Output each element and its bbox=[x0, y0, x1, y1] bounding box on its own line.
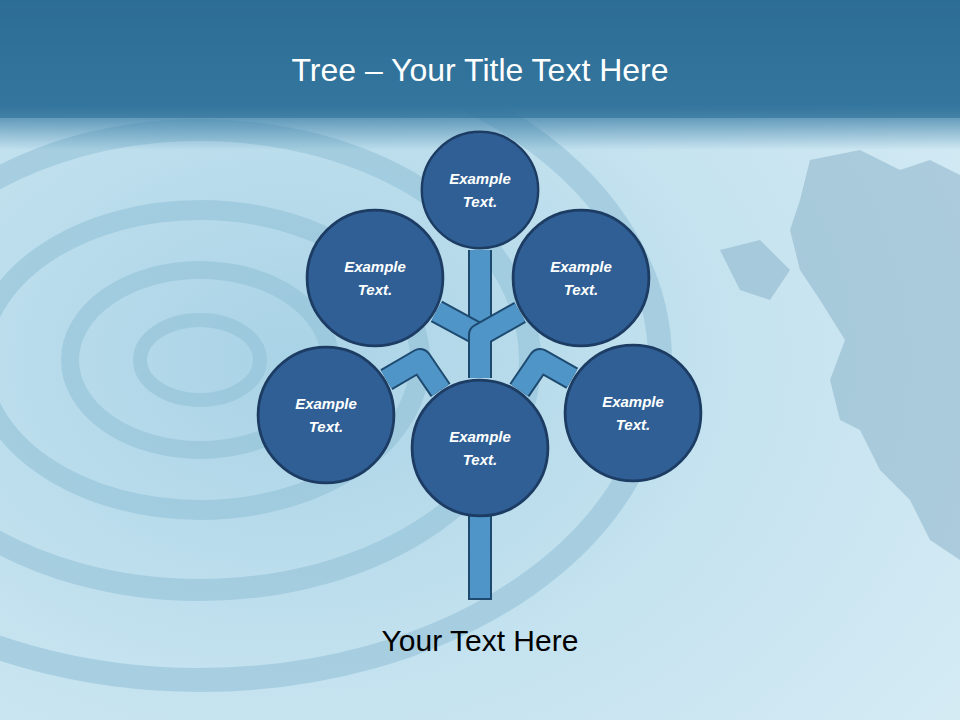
branch-connector bbox=[386, 360, 440, 390]
circle-outline bbox=[256, 345, 396, 485]
circle-node: Example Text. bbox=[305, 208, 445, 348]
circle-node: Example Text. bbox=[256, 345, 396, 485]
node-text: Example Text. bbox=[286, 392, 366, 438]
branch-connector bbox=[480, 312, 520, 378]
circle-outline bbox=[511, 208, 651, 348]
title: Tree – Your Title Text Here bbox=[0, 52, 960, 89]
circle-outline bbox=[420, 130, 540, 250]
circle-outline bbox=[410, 378, 550, 518]
node-text: Example Text. bbox=[335, 255, 415, 301]
circle-outline bbox=[305, 208, 445, 348]
node-text: Example Text. bbox=[440, 425, 520, 471]
circle-outline bbox=[563, 343, 703, 483]
node-text: Example Text. bbox=[593, 390, 673, 436]
branch-connector bbox=[519, 360, 572, 390]
caption: Your Text Here bbox=[0, 624, 960, 658]
circle-node: Example Text. bbox=[511, 208, 651, 348]
circle-node: Example Text. bbox=[563, 343, 703, 483]
circle-node: Example Text. bbox=[410, 378, 550, 518]
node-text: Example Text. bbox=[541, 255, 621, 301]
circle-node: Example Text. bbox=[420, 130, 540, 250]
node-text: Example Text. bbox=[440, 167, 520, 213]
